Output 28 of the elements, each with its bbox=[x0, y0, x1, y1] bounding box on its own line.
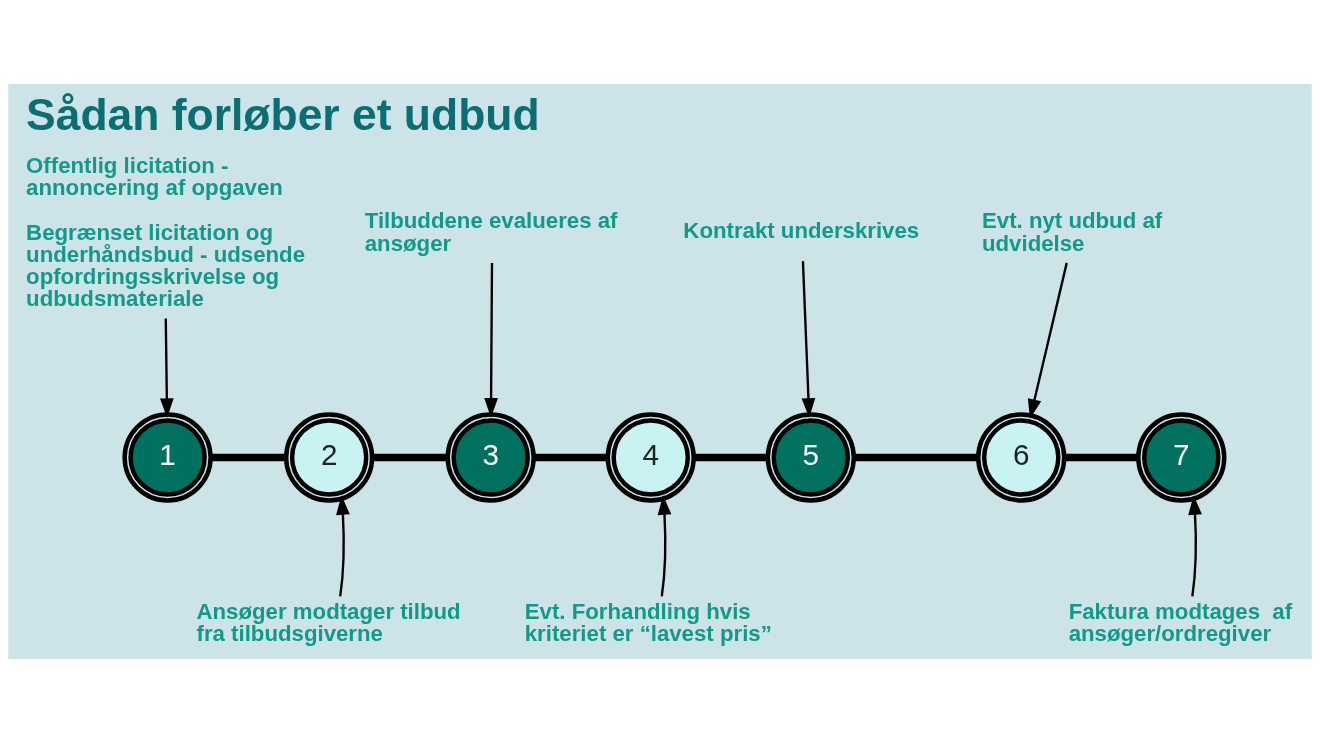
arrow bbox=[160, 317, 174, 418]
node-text: Evt. nyt udbud af udvidelse bbox=[981, 207, 1163, 256]
node-circle: 7 bbox=[1136, 411, 1227, 503]
node-text: Faktura modtages af ansøger/ordregiver bbox=[1068, 598, 1293, 646]
node-text: Kontrakt underskrives bbox=[683, 217, 920, 243]
arrow bbox=[336, 494, 350, 596]
node-circle: 6 bbox=[976, 411, 1067, 503]
node-circle: 5 bbox=[765, 411, 856, 503]
node-circle: 3 bbox=[445, 411, 536, 503]
node-circle: 4 bbox=[605, 411, 696, 503]
connector bbox=[533, 453, 608, 461]
arrow bbox=[1027, 262, 1068, 419]
arrow bbox=[801, 260, 816, 418]
arrow bbox=[484, 262, 498, 418]
node-text: Offentlig licitation - annoncering af opgaven Begrænset licitation og underhåndsbud - udsende opfordringsskrivelse og udbudsmateriale bbox=[26, 152, 306, 311]
node-circle: 1 bbox=[122, 411, 213, 503]
connector bbox=[211, 453, 286, 461]
node-circle: 2 bbox=[283, 411, 375, 503]
node-text: Tilbuddene evalueres af ansøger bbox=[364, 207, 618, 256]
connector bbox=[372, 453, 448, 461]
arrow bbox=[1188, 494, 1202, 596]
connector bbox=[853, 453, 979, 461]
connector bbox=[693, 453, 768, 461]
node-text: Ansøger modtager tilbud fra tilbudsgiverne bbox=[196, 598, 461, 646]
arrow bbox=[657, 494, 672, 596]
connector bbox=[1064, 453, 1138, 461]
node-text: Evt. Forhandling hvis kriteriet er “lavest pris” bbox=[524, 598, 772, 646]
diagram-title: Sådan forløber et udbud bbox=[26, 89, 540, 139]
